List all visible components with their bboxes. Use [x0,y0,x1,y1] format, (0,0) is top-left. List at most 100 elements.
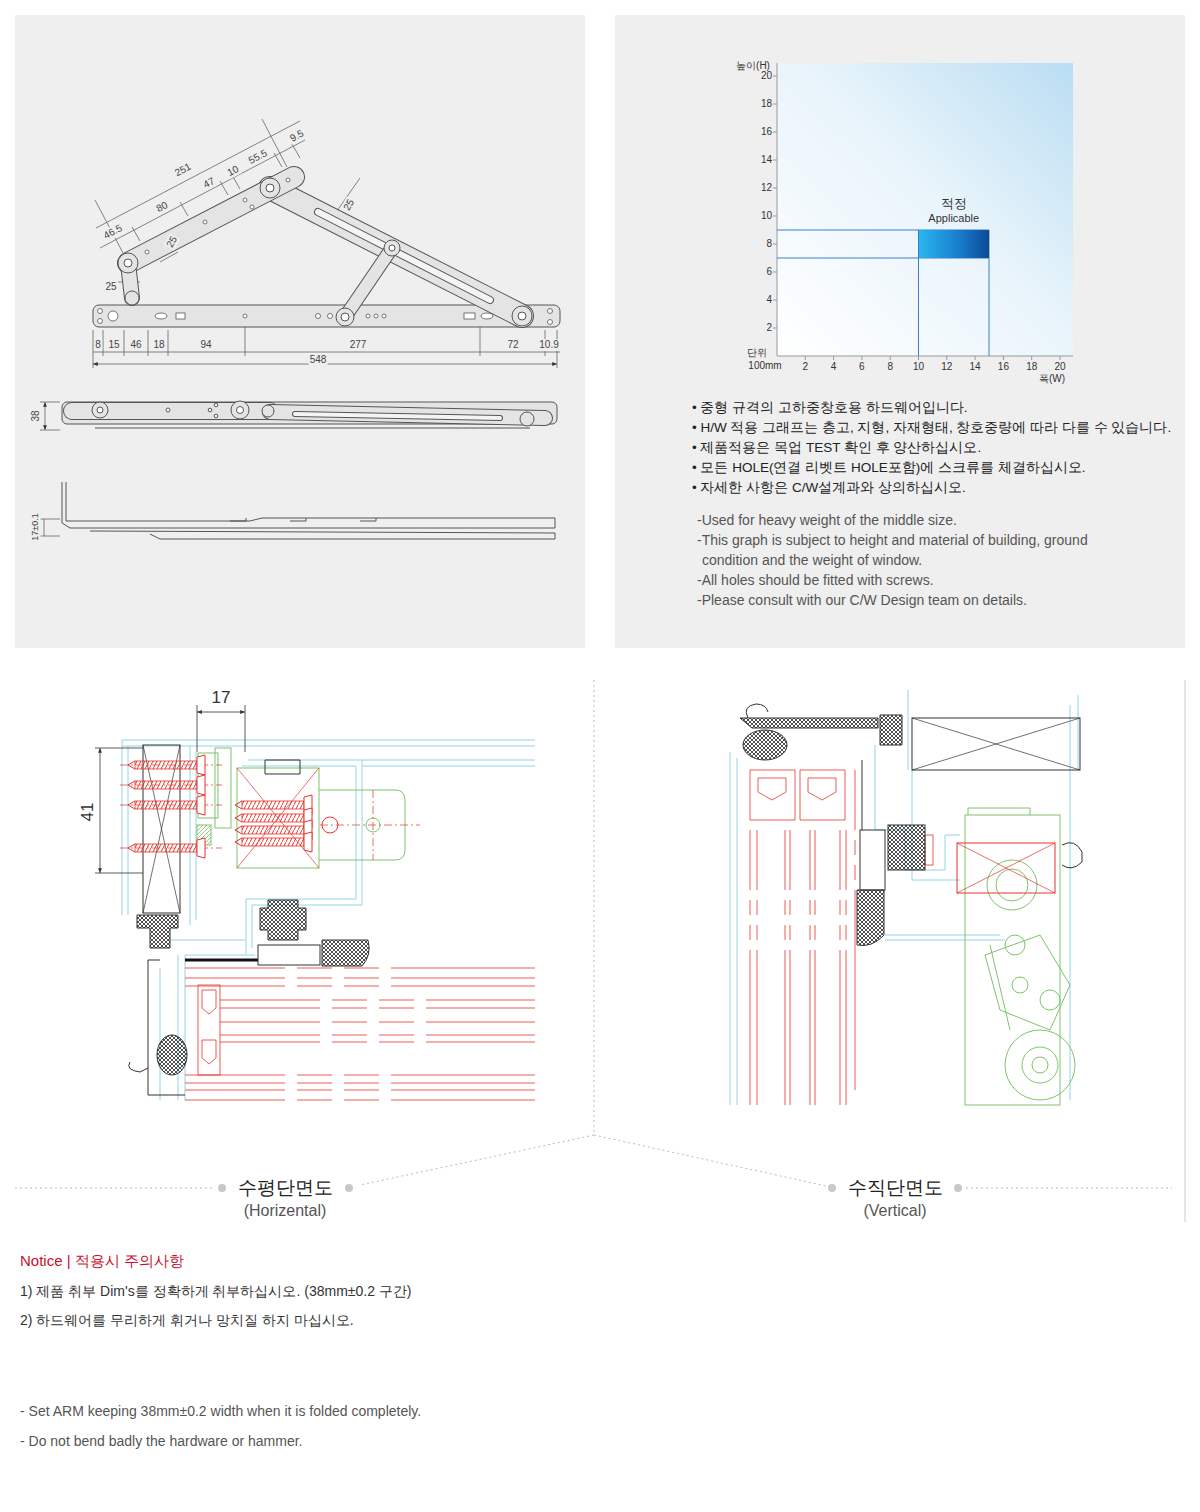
horizontal-section [129,1062,148,1072]
hinge-arm [270,188,522,316]
axis-tick: 6 [766,266,772,278]
axis-tick: 2 [803,361,809,373]
vertical-section [1040,990,1060,1010]
hinge-arm [345,248,392,317]
vertical-section [987,860,1037,910]
hinge-arm [260,178,280,198]
hinge-arm [336,308,354,326]
panel [15,15,585,648]
horizontal-section [185,959,258,962]
notice-item: 1) 제품 취부 Dim's를 정확하게 취부하십시오. (38mm±0.2 구… [20,1283,412,1300]
vertical-section [1022,1047,1058,1083]
hinge-arm [118,178,532,326]
dimension-line [40,402,60,430]
hinge-arm [125,291,139,305]
notice-item: 2) 하드웨어를 무리하게 휘거나 망치질 하지 마십시오. [20,1312,354,1329]
hinge-arm [145,178,290,254]
hinge-arm [270,188,522,316]
hinge-arm [145,250,149,254]
axis-tick: 6 [859,361,865,373]
hinge-arm [176,313,185,319]
hinge-arm [118,253,138,273]
hinge-arm [155,313,167,319]
horizontal-section [160,940,255,1100]
vertical-section [985,935,1070,1030]
axis-tick: 10 [761,210,772,222]
dimension-value: 18 [152,339,165,351]
axis-tick: 18 [1026,361,1037,373]
dimension-line [262,119,287,167]
hinge-arm [266,184,274,192]
hinge-side [66,482,555,528]
vertical-section [746,704,768,718]
axis-tick: 8 [766,238,772,250]
axis-tick: 14 [761,154,772,166]
note-text: -Used for heavy weight of the middle siz… [697,512,957,529]
axis-tick: 14 [970,361,981,373]
hinge-side [90,531,555,539]
hinge-arm [128,177,294,263]
dimension-value: 38 [30,409,42,422]
panel [615,15,1185,648]
dimension-value: 41 [78,802,98,823]
section-divider [15,680,1172,1188]
axis-tick: 4 [766,294,772,306]
hinge-folded [166,408,170,412]
axis-unit: 100mm [748,360,781,372]
hinge-folded [208,408,212,412]
region-title: 적정 [928,196,979,212]
horizontal-section [235,820,312,840]
vertical-section [1012,977,1028,993]
horizontal-section [235,795,312,815]
hinge-arm [374,314,378,318]
hinge-arm [318,212,490,300]
dimension-line [274,153,282,167]
chart-plot [777,63,1073,356]
hinge-folded [270,412,545,418]
vertical-section [880,715,902,745]
vertical-section [968,808,1030,815]
vertical-section [758,778,836,800]
horizontal-section [198,985,220,1075]
dimension-line [44,519,45,536]
axis-tick: 20 [761,70,772,82]
hinge-arm [318,212,490,300]
axis-tick: 16 [998,361,1009,373]
section-divider [345,1184,353,1192]
axis-tick: 12 [941,361,952,373]
chart-plot [805,356,1060,360]
hinge-arm [328,314,333,319]
horizontal-section [95,705,535,1100]
vertical-section [925,835,933,865]
horizontal-section [185,968,535,1100]
section-subtitle: (Horizental) [244,1201,327,1220]
hinge-folded [97,407,103,413]
hinge-arm [124,259,132,267]
hinge-folded [97,403,244,418]
hinge-folded [231,401,249,419]
dimension-line [132,227,140,241]
section-subtitle: (Vertical) [863,1201,926,1220]
hinge-side [62,482,555,539]
vertical-section [965,808,1075,1105]
vertical-section [743,730,787,760]
vertical-section [957,843,1055,893]
horizontal-section [128,838,205,858]
axis-title: 폭(W) [1039,373,1065,385]
horizontal-section [190,746,196,925]
hinge-arm [250,205,254,209]
hinge-folded [62,402,557,424]
notice-item: - Do not bend badly the hardware or hamm… [20,1433,303,1450]
hinge-arm [341,313,349,321]
vertical-section [750,770,855,1105]
horizontal-section [322,940,369,966]
vertical-section [730,690,1078,1105]
horizontal-section [185,968,535,1100]
horizontal-section [143,745,180,913]
vertical-section [857,890,884,946]
dimension-line [292,144,300,158]
hinge-folded [214,403,218,407]
dimension-line [45,402,46,430]
axis-tick: 18 [761,98,772,110]
vertical-section [730,690,1082,1105]
